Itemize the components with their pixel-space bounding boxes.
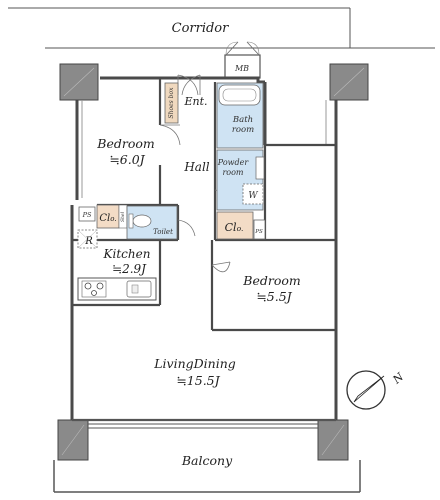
- washer-label: W: [248, 191, 258, 201]
- living-dining-name: LivingDining: [153, 356, 236, 371]
- shoe-box: [164, 82, 179, 124]
- hall-label: Hall: [183, 160, 209, 174]
- meter-box: [224, 41, 261, 79]
- column-hatch: [61, 67, 365, 456]
- ps-right-label: PS: [254, 229, 263, 235]
- ps-left-label: PS: [82, 211, 92, 219]
- bedroom2-name: Bedroom: [242, 273, 300, 288]
- interior-walls: [72, 78, 336, 332]
- closet-right: [216, 211, 254, 240]
- pipe-space-left: [78, 206, 96, 222]
- corridor-lines: [8, 7, 435, 49]
- bedroom2-size: ≒5.5J: [256, 289, 292, 304]
- kitchen-name: Kitchen: [103, 247, 151, 261]
- mb-label: MB: [234, 64, 249, 73]
- bathtub: [218, 84, 261, 106]
- corridor-label: Corridor: [172, 21, 230, 36]
- bath-label-1: Bath: [232, 115, 253, 125]
- refrigerator-label: R: [84, 236, 93, 247]
- compass-north-icon: [346, 370, 386, 410]
- powder-label-2: room: [222, 168, 243, 177]
- cl-left-label: Clo.: [99, 213, 116, 224]
- balcony: [53, 418, 361, 493]
- bath-label-2: room: [232, 125, 254, 135]
- bedroom1-size: ≒6.0J: [109, 152, 145, 167]
- north-label: N: [390, 370, 407, 387]
- entrance-label: Ent.: [183, 95, 207, 108]
- kitchen-size: ≒2.9J: [112, 262, 147, 276]
- balcony-label: Balcony: [181, 453, 233, 468]
- toilet-label: Toilet: [153, 228, 173, 236]
- toilet-bowl: [132, 214, 152, 228]
- cl-right-label: Clo.: [225, 221, 244, 234]
- washer-space: [242, 183, 264, 205]
- shoe-box-label: Shoes box: [168, 87, 175, 119]
- kitchen-counter: [77, 277, 157, 301]
- wash-basin: [255, 156, 265, 180]
- shelf-label: Shel: [120, 211, 126, 222]
- pipe-space-right: [253, 219, 266, 240]
- living-dining-size: ≒15.5J: [176, 373, 220, 388]
- powder-label-1: Powder: [217, 158, 250, 167]
- bedroom1-name: Bedroom: [96, 136, 154, 151]
